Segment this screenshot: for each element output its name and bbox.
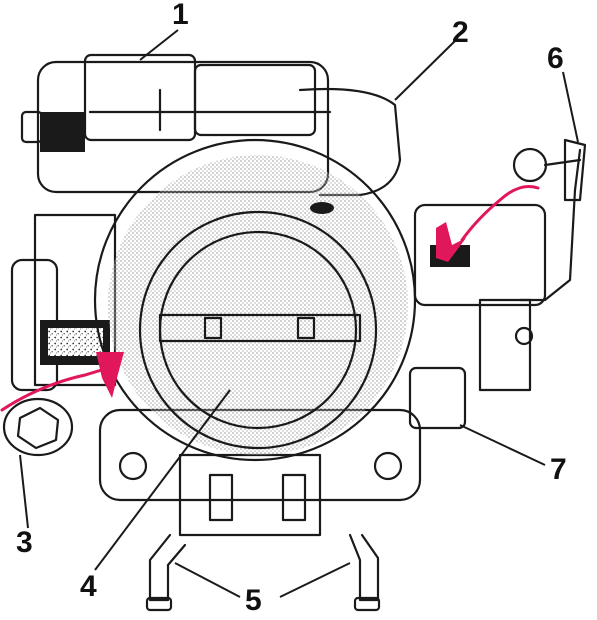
callout-6: 6 <box>547 42 564 75</box>
callout-4: 4 <box>80 570 97 603</box>
callout-7: 7 <box>550 453 567 486</box>
callout-1: 1 <box>172 0 189 31</box>
sensor-housing-outline <box>298 87 402 197</box>
callout-3: 3 <box>16 526 33 559</box>
left-arrow-head <box>96 352 124 398</box>
left-valve-stack <box>2 213 117 457</box>
callout-5: 5 <box>245 584 262 617</box>
coolant-pipes <box>145 453 381 612</box>
throttle-lever-bracket <box>408 138 587 430</box>
throttle-bore <box>93 138 417 462</box>
callout-2: 2 <box>452 16 469 49</box>
right-arrow-head <box>436 222 466 262</box>
highlight-arrows <box>0 185 540 412</box>
leader-lines <box>19 29 579 598</box>
